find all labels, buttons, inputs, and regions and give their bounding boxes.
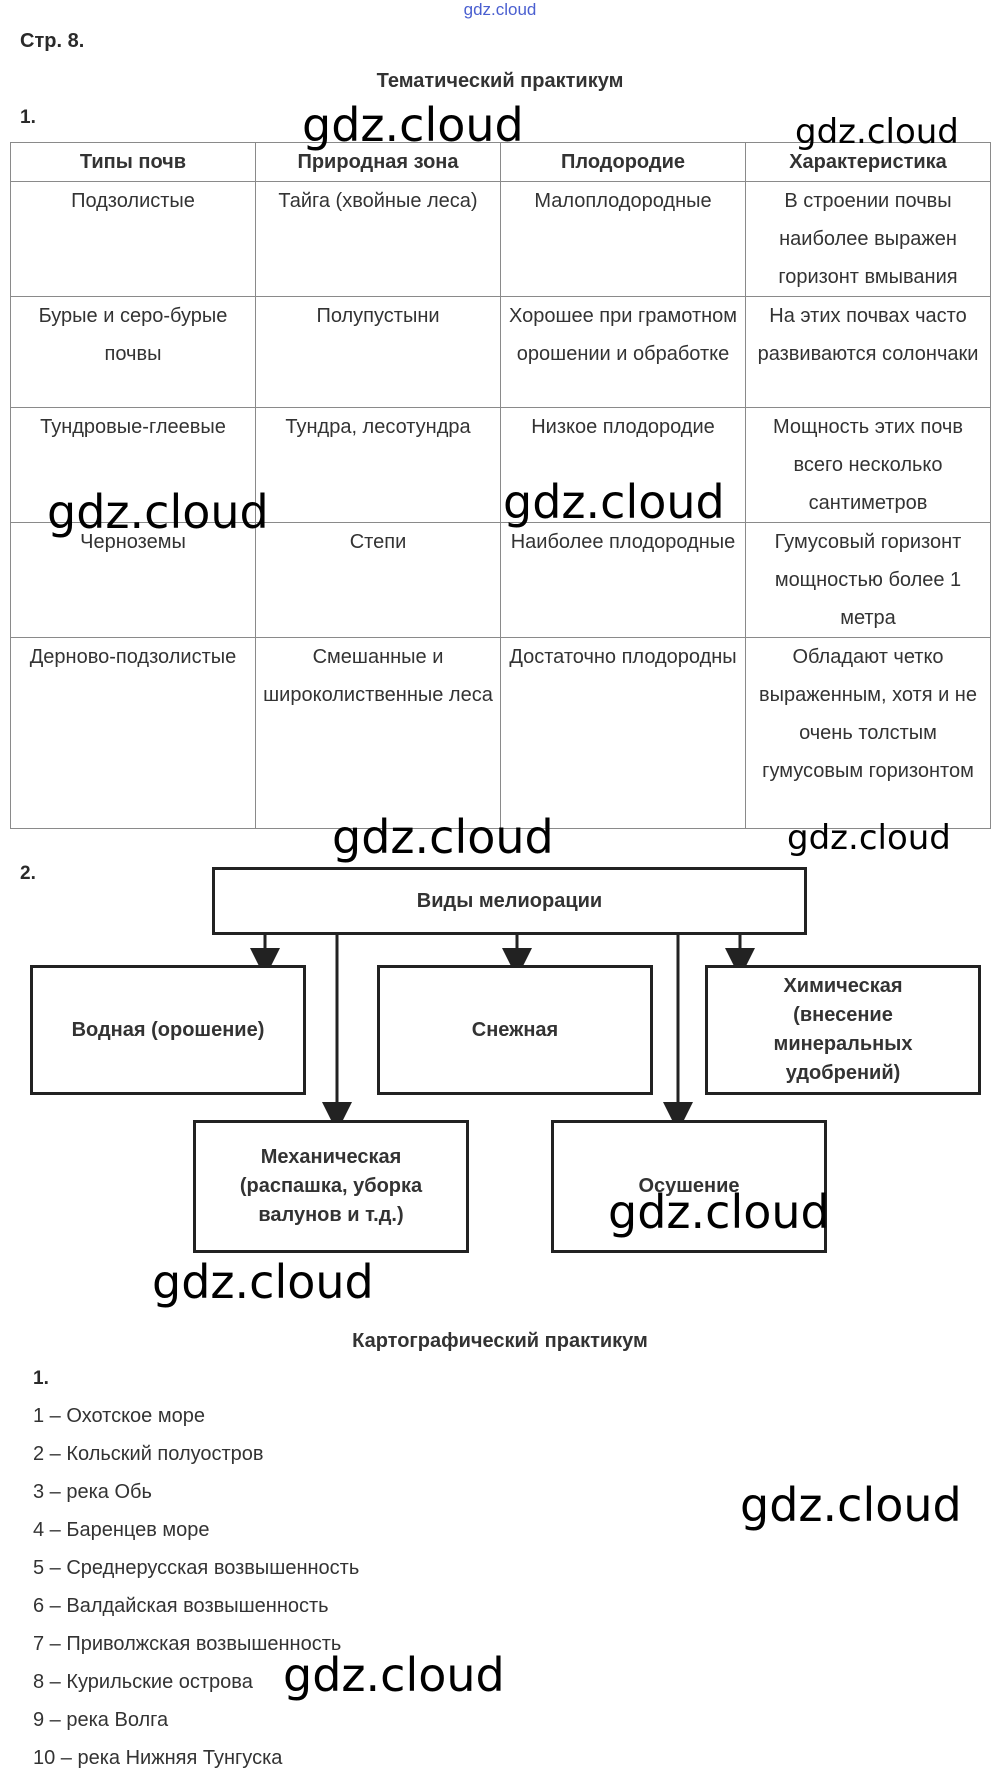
table-cell: На этих почвах часто развиваются солонча… bbox=[745, 296, 991, 408]
table-cell: Бурые и серо-бурые почвы bbox=[10, 296, 256, 408]
box-melioration-types: Виды мелиорации bbox=[212, 867, 807, 935]
list-item: 2 – Кольский полуостров bbox=[33, 1443, 264, 1465]
watermark: gdz.cloud bbox=[302, 98, 524, 152]
box-label: Химическая (внесение минеральных удобрен… bbox=[773, 975, 913, 1084]
melioration-diagram: Виды мелиорации Водная (орошение) Снежна… bbox=[0, 855, 1000, 1285]
box-mechanical: Механическая (распашка, уборка валунов и… bbox=[193, 1120, 469, 1253]
header-characteristic: Характеристика bbox=[745, 142, 991, 182]
box-chemical: Химическая (внесение минеральных удобрен… bbox=[705, 965, 981, 1095]
table-cell: Подзолистые bbox=[10, 181, 256, 297]
watermark: gdz.cloud bbox=[152, 1255, 374, 1309]
watermark: gdz.cloud bbox=[332, 810, 554, 864]
list-item: 3 – река Обь bbox=[33, 1481, 152, 1503]
table-cell: Дерново-подзолистые bbox=[10, 637, 256, 829]
top-watermark: gdz.cloud bbox=[463, 0, 537, 19]
table-cell: Полупустыни bbox=[255, 296, 501, 408]
task-number-3: 1. bbox=[33, 1368, 49, 1389]
section-title-thematic: Тематический практикум bbox=[376, 70, 624, 92]
task-number-2: 2. bbox=[20, 863, 36, 884]
table-cell: Достаточно плодородны bbox=[500, 637, 746, 829]
list-item: 5 – Среднерусская возвышенность bbox=[33, 1557, 360, 1579]
table-cell: Черноземы bbox=[10, 522, 256, 638]
table-row: Тундровые-глеевые Тундра, лесотундра Низ… bbox=[10, 407, 991, 523]
list-item: 7 – Приволжская возвышенность bbox=[33, 1633, 342, 1655]
page-label: Стр. 8. bbox=[20, 30, 85, 52]
table-cell: Тайга (хвойные леса) bbox=[255, 181, 501, 297]
watermark: gdz.cloud bbox=[740, 1478, 962, 1532]
watermark: gdz.cloud bbox=[795, 112, 959, 152]
box-snow: Снежная bbox=[377, 965, 653, 1095]
table-cell: Мощность этих почв всего несколько санти… bbox=[745, 407, 991, 523]
table-cell: В строении почвы наиболее выражен горизо… bbox=[745, 181, 991, 297]
header-soil-type: Типы почв bbox=[10, 142, 256, 182]
watermark: gdz.cloud bbox=[503, 475, 725, 529]
section-title-cartographic: Картографический практикум bbox=[352, 1330, 648, 1352]
header-natural-zone: Природная зона bbox=[255, 142, 501, 182]
list-item: 1 – Охотское море bbox=[33, 1405, 205, 1427]
table-cell: Тундра, лесотундра bbox=[255, 407, 501, 523]
table-cell: Тундровые-глеевые bbox=[10, 407, 256, 523]
box-label: Осушение bbox=[638, 1175, 740, 1197]
table-row: Дерново-подзолистые Смешанные и широколи… bbox=[10, 637, 991, 829]
list-item: 6 – Валдайская возвышенность bbox=[33, 1595, 329, 1617]
table-cell: Малоплодородные bbox=[500, 181, 746, 297]
table-cell: Обладают четко выраженным, хотя и не оче… bbox=[745, 637, 991, 829]
box-water: Водная (орошение) bbox=[30, 965, 306, 1095]
box-label: Снежная bbox=[471, 1018, 559, 1041]
box-drainage: Осушение bbox=[551, 1120, 827, 1253]
watermark: gdz.cloud bbox=[47, 485, 269, 539]
box-label: Механическая (распашка, уборка валунов и… bbox=[239, 1146, 423, 1226]
list-item: 4 – Баренцев море bbox=[33, 1519, 210, 1541]
table-header-row: Типы почв Природная зона Плодородие Хара… bbox=[10, 142, 991, 182]
table-cell: Низкое плодородие bbox=[500, 407, 746, 523]
soil-types-table: Типы почв Природная зона Плодородие Хара… bbox=[10, 142, 991, 829]
list-item: 8 – Курильские острова bbox=[33, 1671, 253, 1693]
table-cell: Смешанные и широколиственные леса bbox=[255, 637, 501, 829]
table-cell: Наиболее плодородные bbox=[500, 522, 746, 638]
task-number-1: 1. bbox=[20, 107, 36, 128]
list-item: 9 – река Волга bbox=[33, 1709, 169, 1731]
table-cell: Степи bbox=[255, 522, 501, 638]
list-item: 10 – река Нижняя Тунгуска bbox=[33, 1747, 283, 1769]
table-row: Бурые и серо-бурые почвы Полупустыни Хор… bbox=[10, 296, 991, 408]
watermark: gdz.cloud bbox=[283, 1648, 505, 1702]
table-row: Черноземы Степи Наиболее плодородные Гум… bbox=[10, 522, 991, 638]
table-row: Подзолистые Тайга (хвойные леса) Малопло… bbox=[10, 181, 991, 297]
table-cell: Гумусовый горизонт мощностью более 1 мет… bbox=[745, 522, 991, 638]
watermark: gdz.cloud bbox=[608, 1185, 830, 1239]
header-fertility: Плодородие bbox=[500, 142, 746, 182]
table-cell: Хорошее при грамотном орошении и обработ… bbox=[500, 296, 746, 408]
box-label: Виды мелиорации bbox=[416, 889, 603, 912]
box-label: Водная (орошение) bbox=[71, 1018, 265, 1041]
watermark: gdz.cloud bbox=[787, 818, 951, 858]
